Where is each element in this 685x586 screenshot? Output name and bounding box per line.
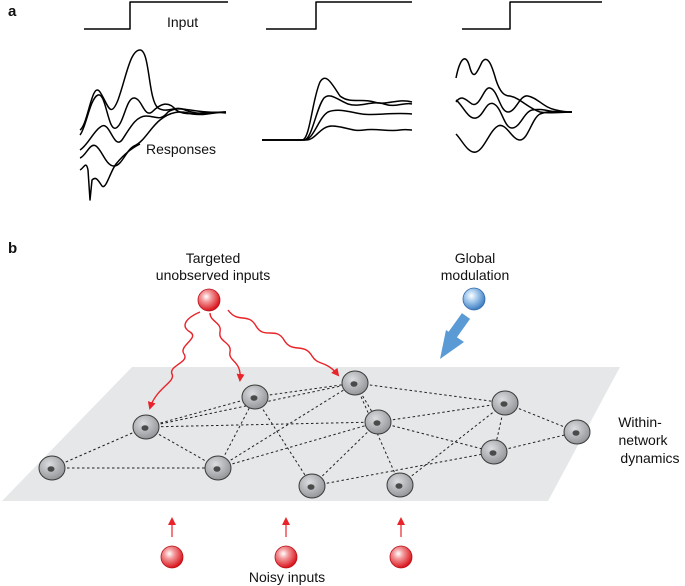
edge [217, 382, 356, 469]
response-trace [455, 87, 573, 113]
cell [241, 384, 269, 410]
targeted-inputs-label-line2: unobserved inputs [156, 267, 270, 283]
noisy-input-2 [274, 517, 298, 569]
edge [145, 421, 379, 428]
targeted-inputs-label-line1: Targeted [186, 250, 240, 266]
cell [386, 472, 414, 498]
edge [493, 431, 578, 453]
input-step-3 [462, 1, 602, 30]
response-trace [455, 110, 573, 153]
cell [298, 473, 326, 499]
panel-label-b: b [8, 240, 17, 257]
noisy-input-1 [160, 517, 184, 569]
cell [563, 419, 591, 445]
input-steps [84, 1, 602, 30]
edge [145, 426, 219, 469]
panel-label-a: a [8, 3, 17, 20]
response-trace [455, 99, 572, 129]
global-modulation-label-line1: Global [455, 250, 495, 266]
global-modulation-label-line2: modulation [441, 267, 510, 283]
global-modulation-arrow [440, 313, 471, 359]
noisy-inputs-label: Noisy inputs [249, 569, 325, 585]
edge [51, 426, 147, 469]
edge [354, 382, 506, 404]
targeted-input-arrows [147, 309, 340, 410]
network-label-line2: network [618, 432, 668, 448]
cell [204, 455, 232, 481]
cell [38, 455, 66, 481]
response-trace [79, 108, 227, 151]
wavy-arrow [209, 312, 245, 382]
cell [132, 414, 160, 440]
responses-group-3 [455, 58, 573, 153]
response-trace [79, 49, 227, 131]
cell [364, 409, 392, 435]
edge [399, 402, 506, 486]
network-label-line1: Within- [618, 414, 662, 430]
response-trace [79, 143, 141, 201]
response-trace [262, 95, 413, 141]
edge [217, 396, 256, 469]
response-trace [79, 94, 227, 136]
response-trace [262, 125, 413, 141]
cell [341, 370, 369, 396]
input-step-2 [266, 1, 412, 30]
edge [311, 451, 495, 487]
response-trace [262, 109, 413, 141]
input-label: Input [167, 14, 198, 30]
network-cells [38, 370, 591, 499]
responses-label: Responses [146, 141, 216, 157]
network-plane [2, 367, 620, 501]
responses-group-2 [262, 77, 413, 141]
input-step-1 [84, 1, 228, 30]
edge [377, 402, 506, 423]
response-trace [455, 58, 573, 114]
network-edges [51, 382, 578, 487]
edge [311, 421, 379, 487]
wavy-arrow [147, 311, 201, 410]
edge [254, 382, 356, 398]
edge [145, 396, 256, 428]
targeted-input-ball [197, 288, 221, 312]
responses-group-1 [79, 49, 227, 201]
noisy-inputs [160, 517, 413, 569]
network-label-line3: dynamics [620, 450, 679, 466]
cell [491, 390, 519, 416]
cell [480, 439, 508, 465]
noisy-input-3 [389, 517, 413, 569]
global-modulation-ball [462, 287, 486, 311]
wavy-arrow [227, 309, 340, 377]
response-trace [79, 111, 227, 167]
